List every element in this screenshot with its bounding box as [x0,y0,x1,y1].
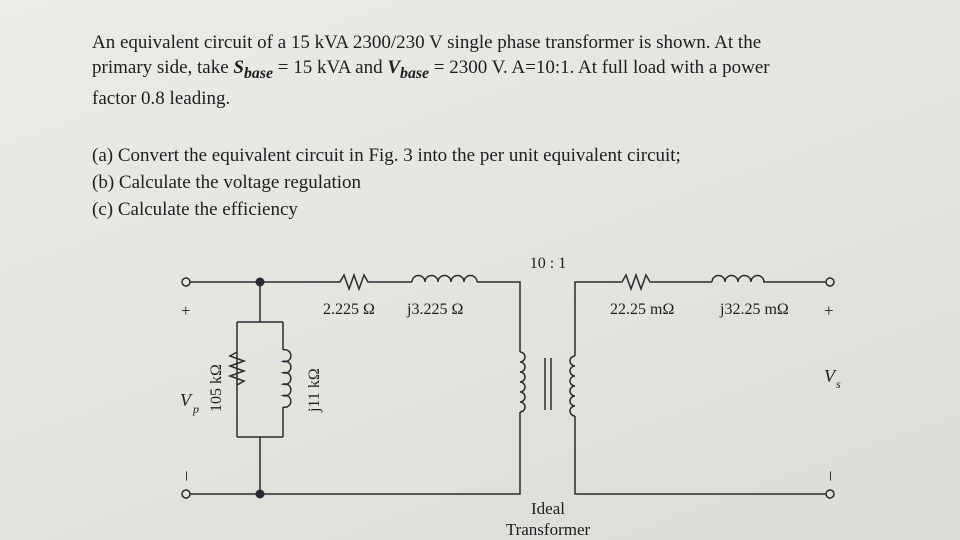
ideal-transformer-label-line-2: Transformer [506,520,591,539]
primary-top-wire-right [477,281,521,352]
part-a: (a) Convert the equivalent circuit in Fi… [92,145,681,166]
secondary-top-terminal [825,277,835,287]
part-c: (c) Calculate the efficiency [92,199,298,220]
shunt-branch-wires [236,282,284,494]
part-b: (b) Calculate the voltage regulation [92,172,362,193]
problem-line-2-c: = 2300 V. A=10:1. At full load with a po… [429,57,770,78]
sbase-subscript: base [243,64,273,82]
primary-plus-sign: + [181,301,191,320]
secondary-resistance-label: 22.25 mΩ [610,301,674,318]
primary-bottom-wire [190,412,521,495]
problem-line-1: An equivalent circuit of a 15 kVA 2300/2… [92,32,762,53]
problem-statement: An equivalent circuit of a 15 kVA 2300/2… [92,30,932,111]
primary-top-terminal [181,277,191,287]
secondary-bottom-terminal [825,489,835,499]
core-loss-resistor [227,351,247,386]
problem-line-2: primary side, take Sbase = 15 kVA and Vb… [92,55,932,86]
secondary-minus-sign: – [822,471,842,482]
secondary-bottom-wire [574,416,826,495]
magnetizing-reactance-label: j11 kΩ [306,368,323,413]
problem-line-2-a: primary side, take [92,57,234,78]
secondary-voltage-subscript: s [836,377,841,391]
problem-line-2-b: = 15 kVA and [273,57,388,78]
vbase-subscript: base [400,64,430,82]
secondary-top-wire [574,272,712,356]
ideal-transformer-label-line-1: Ideal [531,499,565,518]
primary-resistance-label: 2.225 Ω [323,301,375,318]
secondary-voltage-symbol: V [824,366,837,386]
secondary-series-inductor [711,274,826,283]
secondary-winding [569,355,576,417]
turns-ratio-label: 10 : 1 [530,255,566,272]
primary-reactance-label: j3.225 Ω [406,301,463,318]
primary-series-inductor [411,274,478,283]
question-parts: (a) Convert the equivalent circuit in Fi… [92,142,681,223]
secondary-plus-sign: + [824,301,834,320]
sbase-symbol: S [233,57,244,78]
primary-winding [519,351,526,413]
core-loss-resistance-label: 105 kΩ [208,364,225,412]
magnetizing-inductor [280,348,292,409]
secondary-reactance-label: j32.25 mΩ [719,301,789,318]
problem-line-3: factor 0.8 leading. [92,87,231,109]
primary-bottom-terminal [181,489,191,499]
primary-voltage-symbol: V [180,390,193,410]
primary-top-wire [190,272,412,292]
primary-minus-sign: – [178,471,198,482]
primary-voltage-subscript: p [192,402,199,416]
vbase-symbol: V [387,57,401,78]
